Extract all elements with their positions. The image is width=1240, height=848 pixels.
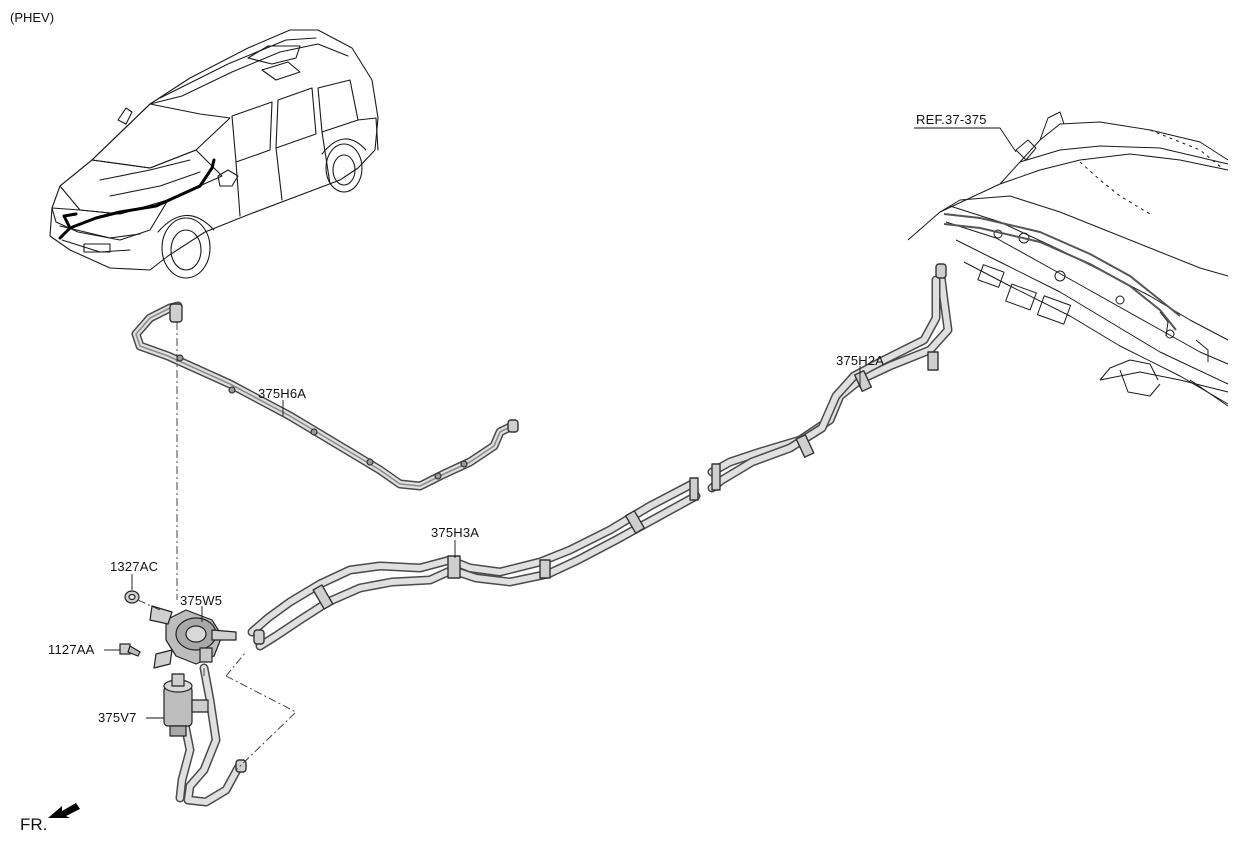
variant-label: (PHEV) [10, 10, 55, 25]
bolt-1127aa [119, 643, 141, 657]
battery-assembly-illustration [907, 111, 1229, 407]
vehicle-illustration [49, 29, 379, 279]
front-direction-arrow-icon [48, 803, 80, 818]
callout-375h3a[interactable]: 375H3A [431, 525, 480, 540]
front-direction-label: FR. [20, 815, 48, 834]
nut-1327ac [124, 590, 140, 604]
hose-375h6a [131, 301, 517, 491]
callout-375v7[interactable]: 375V7 [98, 710, 137, 725]
callout-375h6a[interactable]: 375H6A [258, 386, 307, 401]
valve-375v7 [163, 673, 209, 737]
pump-375w5 [149, 605, 237, 669]
callout-1127aa[interactable]: 1127AA [48, 642, 95, 657]
callout-1327ac[interactable]: 1327AC [110, 559, 159, 574]
callout-375w5[interactable]: 375W5 [180, 593, 223, 608]
callout-375h2a[interactable]: 375H2A [836, 353, 885, 368]
leader-lines [104, 127, 1017, 719]
hose-lines [131, 263, 953, 807]
callout-ref-37-375[interactable]: REF.37-375 [916, 112, 987, 127]
reference-lines [137, 322, 297, 771]
hose-375h2a [707, 263, 953, 477]
